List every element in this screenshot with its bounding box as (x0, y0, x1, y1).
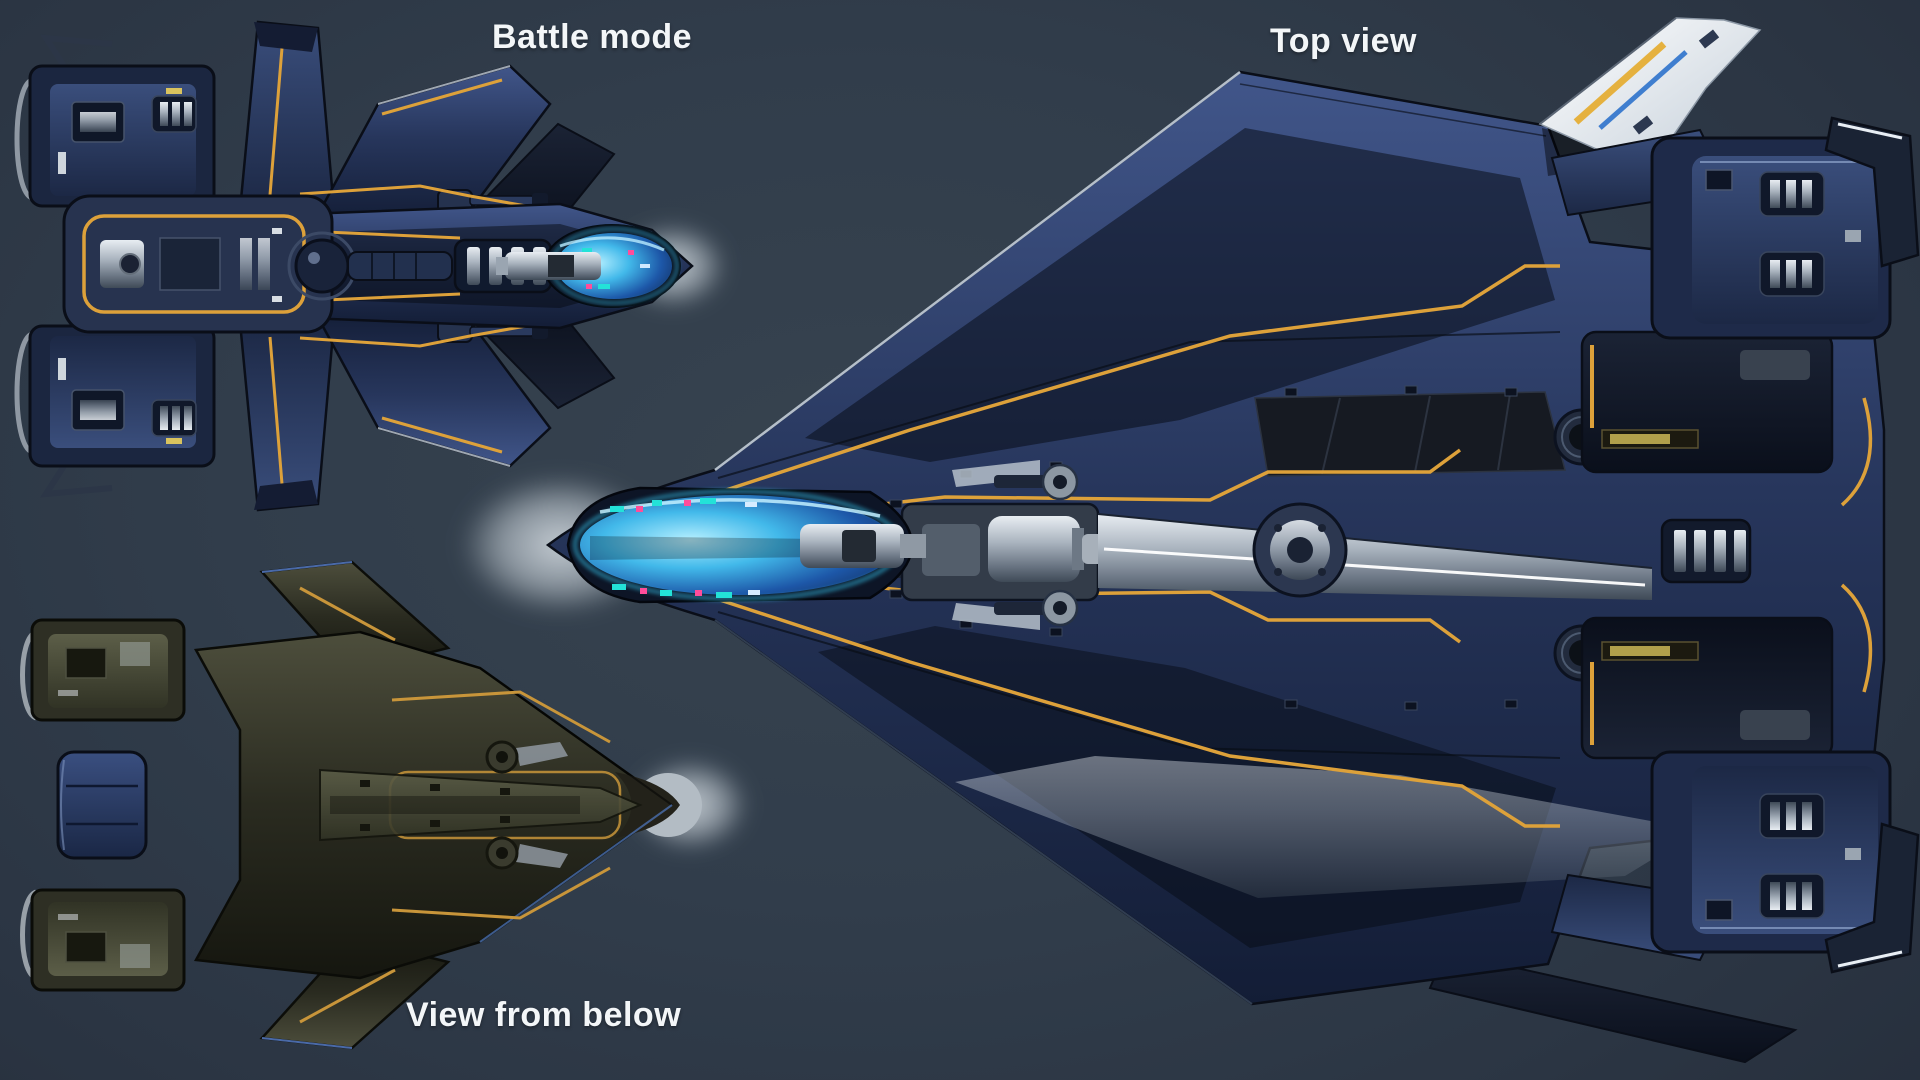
gold-trim-lines (719, 174, 1873, 916)
cockpit-canopy (566, 486, 926, 604)
nose-section-module (62, 194, 334, 334)
pod-vent (1759, 171, 1825, 217)
hull-hatches (889, 385, 1518, 711)
pod-vent (1759, 251, 1825, 297)
view-label-view-from-below: View from below (406, 996, 682, 1034)
rear-pod-cluster (1550, 116, 1920, 474)
landing-gear-cam-lower (485, 836, 568, 870)
rear-engine-block (56, 750, 148, 860)
gimbal-turret-upper (952, 460, 1079, 501)
belly-spine-panel (319, 768, 643, 842)
center-spine-assembly (880, 408, 1752, 682)
cockpit-canopy (496, 224, 681, 308)
view-from-below-ship-render (23, 560, 748, 1048)
landing-gear-cam-upper (485, 740, 568, 774)
canopy-hud-lights (610, 498, 732, 598)
belly-hatches (360, 780, 510, 831)
battle-mode-ship-render (17, 20, 726, 510)
top-view-ship-render (460, 17, 1920, 1064)
view-label-battle-mode: Battle mode (492, 18, 693, 56)
canopy-warning-lights (636, 500, 702, 596)
gimbal-turret-lower (952, 589, 1079, 630)
view-label-top-view: Top view (1270, 22, 1417, 60)
